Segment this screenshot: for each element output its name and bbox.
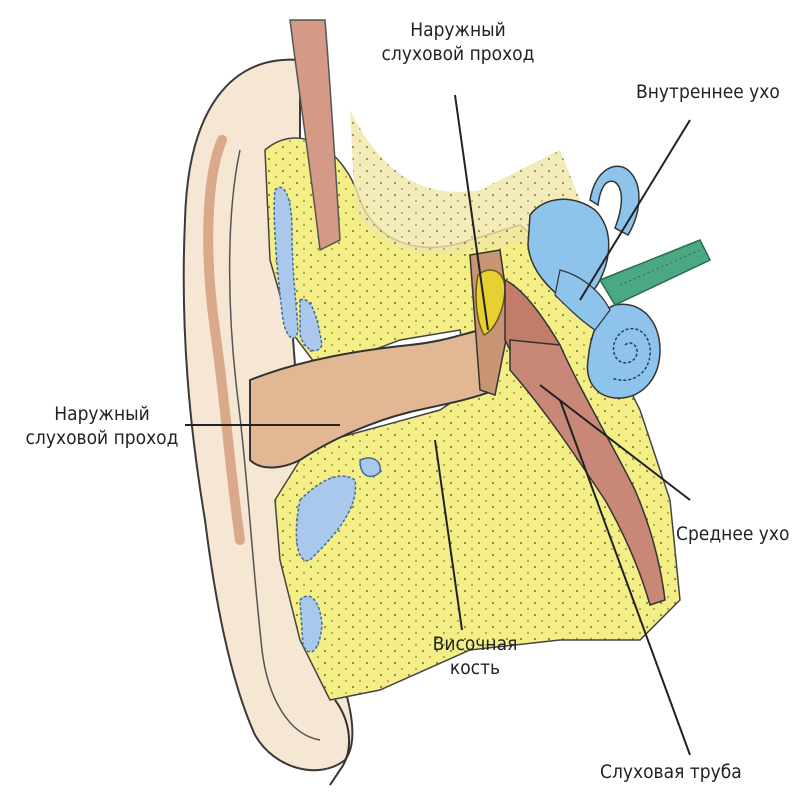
label-middle-ear: Среднее ухо: [676, 522, 789, 546]
label-top-canal-line1: Наружный: [368, 18, 548, 42]
label-left-canal-line2: слуховой проход: [12, 426, 192, 450]
cartilage-small: [360, 458, 380, 476]
label-top-canal-line2: слуховой проход: [368, 42, 548, 66]
label-eustachian-tube-text: Слуховая труба: [600, 760, 742, 784]
label-middle-ear-text: Среднее ухо: [676, 522, 789, 546]
auditory-nerve: [600, 240, 710, 305]
label-inner-ear-text: Внутреннее ухо: [636, 80, 780, 104]
label-temporal-bone-line2: кость: [420, 656, 530, 680]
label-top-ear-canal: Наружный слуховой проход: [368, 18, 548, 66]
label-left-canal-line1: Наружный: [12, 402, 192, 426]
label-left-ear-canal: Наружный слуховой проход: [12, 402, 192, 450]
label-eustachian-tube: Слуховая труба: [600, 760, 742, 784]
label-temporal-bone-line1: Височная: [420, 632, 530, 656]
label-temporal-bone: Височная кость: [420, 632, 530, 680]
label-inner-ear: Внутреннее ухо: [636, 80, 780, 104]
